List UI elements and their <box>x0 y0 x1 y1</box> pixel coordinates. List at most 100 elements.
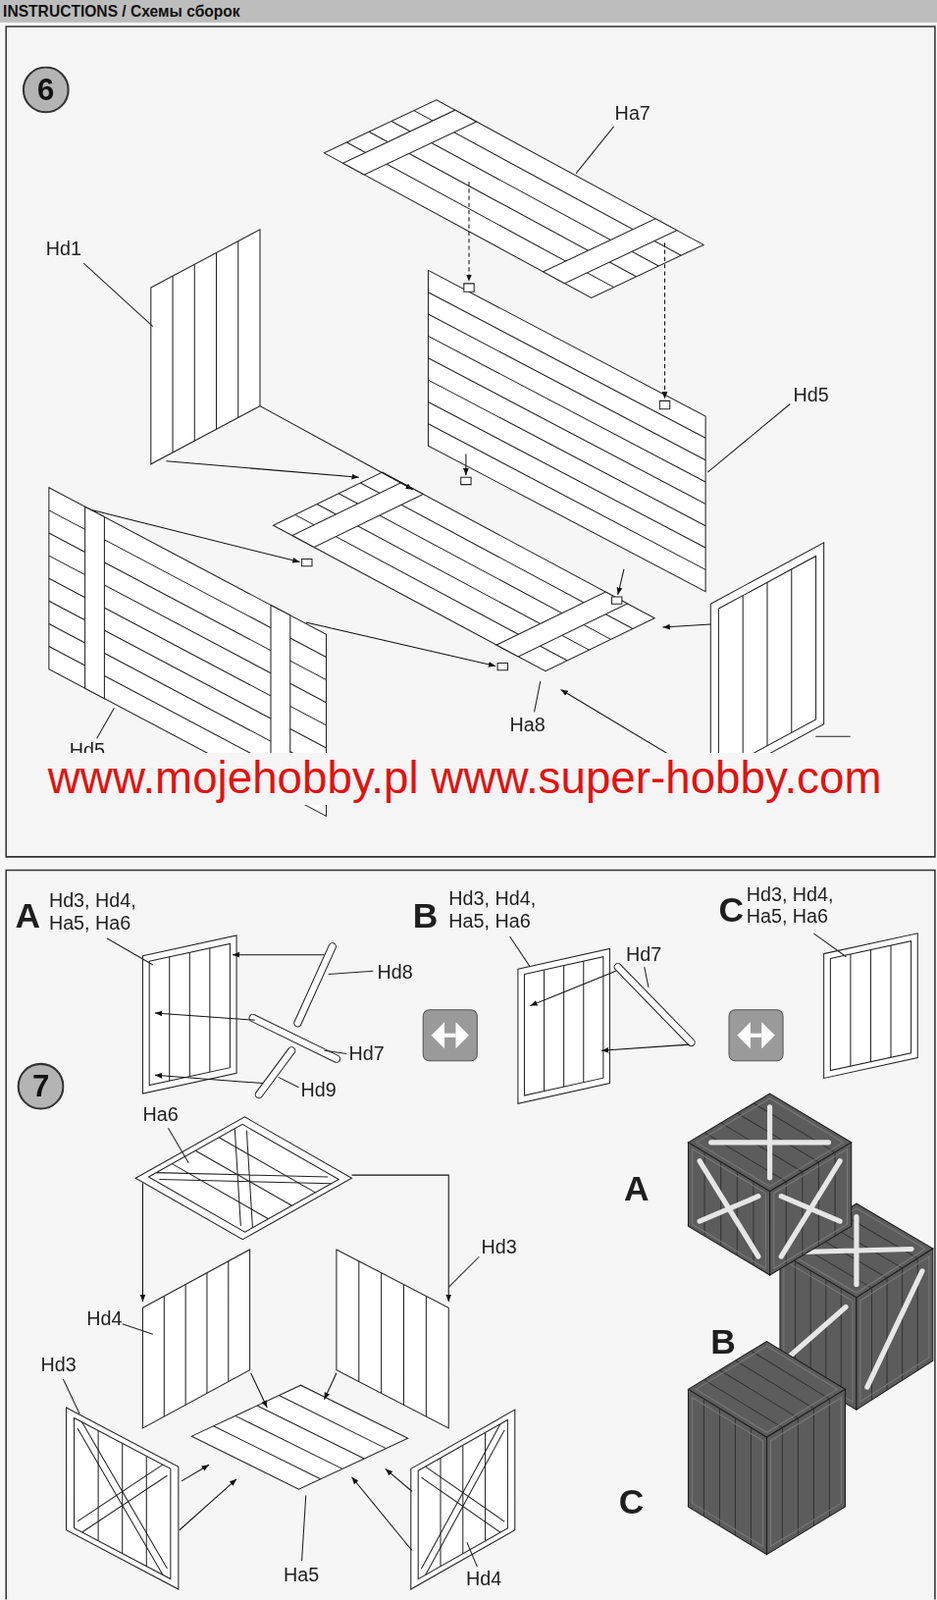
wall-panel <box>142 935 237 1094</box>
assembly-arrows <box>155 1012 256 1020</box>
assembly-arrows <box>179 1478 237 1530</box>
assembly-arrows <box>664 242 666 399</box>
assembly-arrows <box>465 453 467 475</box>
part-label: Hd9 <box>301 1078 337 1101</box>
part-list: Hd3, Hd4, Ha5, Ha6 <box>448 886 559 932</box>
step-frame <box>5 26 936 857</box>
brace-rods <box>253 945 692 1094</box>
variant-letter: A <box>15 894 42 936</box>
crate <box>699 1160 759 1256</box>
brace-rods <box>618 966 692 1042</box>
switch-icon <box>422 1009 477 1061</box>
leader-lines <box>323 1049 347 1053</box>
part-label: Hd7 <box>625 942 662 966</box>
part-label: Hd7 <box>348 1041 384 1065</box>
crate <box>780 1160 840 1256</box>
variant-letter: C <box>619 1481 645 1522</box>
brace-rods <box>618 966 692 1042</box>
assembly-arrows <box>251 1372 268 1407</box>
wall-panel <box>336 1249 449 1428</box>
wall-panel <box>66 1406 179 1589</box>
assembly-arrows <box>142 1174 449 1550</box>
step-number-circle: 6 <box>22 66 70 114</box>
variant-letter: B <box>710 1321 736 1362</box>
assembly-arrows <box>323 1372 336 1400</box>
step7-parts <box>66 1116 516 1589</box>
leader-lines <box>106 937 154 965</box>
switch-icon <box>422 1009 477 1061</box>
leader-lines <box>815 735 850 737</box>
variant-letter: C <box>719 889 745 931</box>
step6-parts <box>49 100 825 816</box>
part-label: Hd4 <box>86 1306 122 1330</box>
leader-lines <box>813 933 846 957</box>
base-panel <box>191 1384 408 1489</box>
assembly-arrows <box>232 953 325 955</box>
brace-rods <box>297 945 332 1023</box>
switch-icon <box>728 1009 783 1061</box>
page-title: INSTRUCTIONS / Схемы сборок <box>2 1 241 20</box>
leader-lines <box>302 1494 307 1561</box>
assembly-arrows <box>662 624 711 627</box>
header-band <box>0 0 937 23</box>
assembly-arrows <box>92 181 715 781</box>
brace-rods <box>259 1049 292 1094</box>
lid-panel <box>135 1116 352 1240</box>
leader-lines <box>707 404 790 473</box>
leader-lines <box>510 936 531 967</box>
assembly-arrows <box>352 1174 450 1302</box>
leader-lines <box>97 707 115 738</box>
part-list: Hd3, Hd4, Ha5, Ha6 <box>49 888 159 934</box>
crate <box>687 1142 770 1275</box>
tab <box>464 283 474 292</box>
tab <box>612 596 623 604</box>
assembly-arrows <box>468 181 470 282</box>
brace-rods <box>259 1049 292 1094</box>
tab <box>497 662 508 670</box>
variant-letter: B <box>413 894 439 936</box>
part-label: Hd5 <box>792 384 829 408</box>
crate <box>867 1270 923 1387</box>
leader-lines <box>62 933 846 1566</box>
step7-variants <box>142 933 918 1104</box>
assembly-arrows <box>155 954 690 1084</box>
end-panel <box>151 229 261 465</box>
switch-icon <box>444 1033 456 1038</box>
switch-icon <box>750 1033 762 1038</box>
leader-lines <box>328 970 374 974</box>
assembly-arrows <box>385 1467 413 1491</box>
assembly-arrows <box>155 1074 263 1083</box>
tab <box>461 476 471 484</box>
tab <box>302 558 313 566</box>
part-label: Hd1 <box>46 237 82 261</box>
step-frame <box>5 869 936 1599</box>
assembly-arrows <box>165 461 359 478</box>
leader-lines <box>644 966 649 988</box>
assembly-arrows <box>618 569 625 595</box>
leader-lines <box>83 262 154 326</box>
leader-lines <box>83 126 850 739</box>
leader-lines <box>167 1127 189 1162</box>
assembly-arrows <box>142 1182 144 1302</box>
crate <box>770 1142 852 1275</box>
crate <box>687 1388 767 1554</box>
leader-lines <box>62 1378 80 1413</box>
wall-panel <box>142 1249 250 1428</box>
assembly-arrows <box>601 1043 689 1050</box>
part-label: Ha5 <box>283 1562 319 1586</box>
tab <box>659 400 670 409</box>
switch-icon <box>431 1021 469 1048</box>
switch-icon <box>736 1021 775 1048</box>
part-label: Hd8 <box>376 960 413 984</box>
part-label: Ha8 <box>510 713 546 736</box>
leader-lines <box>122 1323 154 1334</box>
leader-lines <box>448 1255 479 1287</box>
part-label: Ha6 <box>142 1102 178 1126</box>
assembly-arrows <box>92 510 301 563</box>
leader-lines <box>534 680 541 712</box>
part-label: Ha7 <box>615 102 651 125</box>
crate <box>856 1248 934 1409</box>
crate <box>687 1093 851 1275</box>
wall-panel <box>824 933 919 1079</box>
